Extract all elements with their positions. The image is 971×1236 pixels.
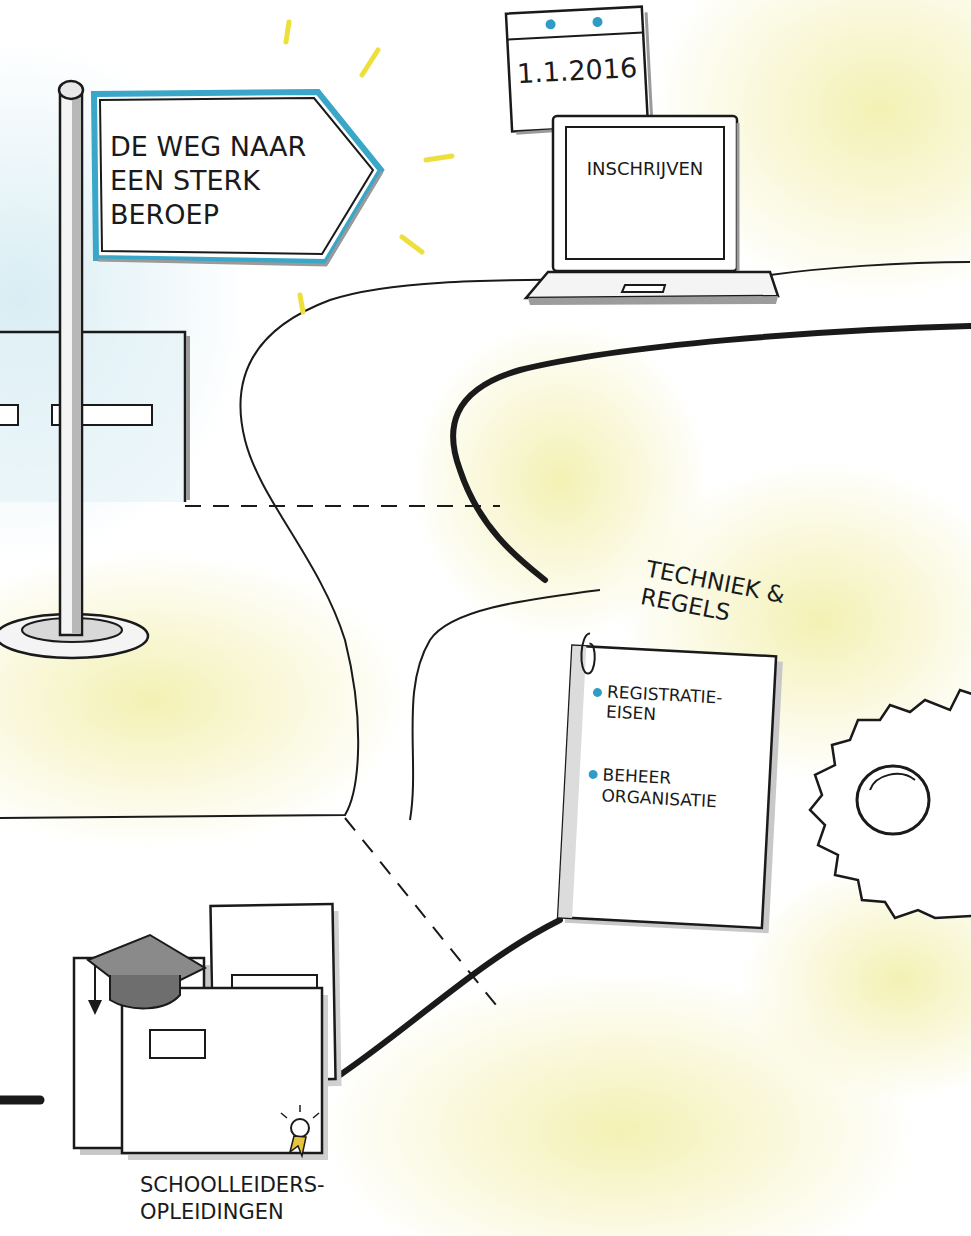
building-outline — [0, 332, 185, 502]
signpost-sign: DE WEG NAAR EEN STERK BEROEP — [90, 88, 385, 268]
clipboard: TECHNIEK & REGELSREGISTRATIE-EISENBEHEER… — [555, 642, 787, 935]
pole-shade — [72, 97, 81, 633]
diplomas — [74, 904, 342, 1160]
laptop-base — [526, 272, 778, 298]
node-text: INSCHRIJVEN — [568, 159, 722, 179]
building-shadow — [186, 336, 190, 500]
gear — [810, 690, 971, 918]
touchpad — [622, 285, 665, 292]
laptop-shade — [528, 296, 778, 305]
node-text: BEHEER ORGANISATIE — [601, 764, 763, 815]
node-text: DE WEG NAAR EEN STERK BEROEP — [110, 130, 350, 231]
node-outline — [550, 113, 742, 273]
pole — [60, 95, 82, 635]
road-edge — [453, 326, 970, 580]
pole-top — [59, 81, 83, 99]
dashed-line — [345, 818, 500, 1010]
road-edge — [0, 1096, 40, 1105]
building-shade — [0, 332, 185, 502]
road-edge — [0, 262, 970, 818]
laptop-screen: INSCHRIJVEN — [550, 113, 742, 273]
window — [0, 405, 18, 425]
caption-label: SCHOOLLEIDERS-OPLEIDINGEN — [140, 1172, 360, 1227]
node-text: REGISTRATIE-EISEN — [605, 683, 767, 730]
road-edge — [340, 920, 560, 1075]
dashed-line — [185, 505, 500, 507]
